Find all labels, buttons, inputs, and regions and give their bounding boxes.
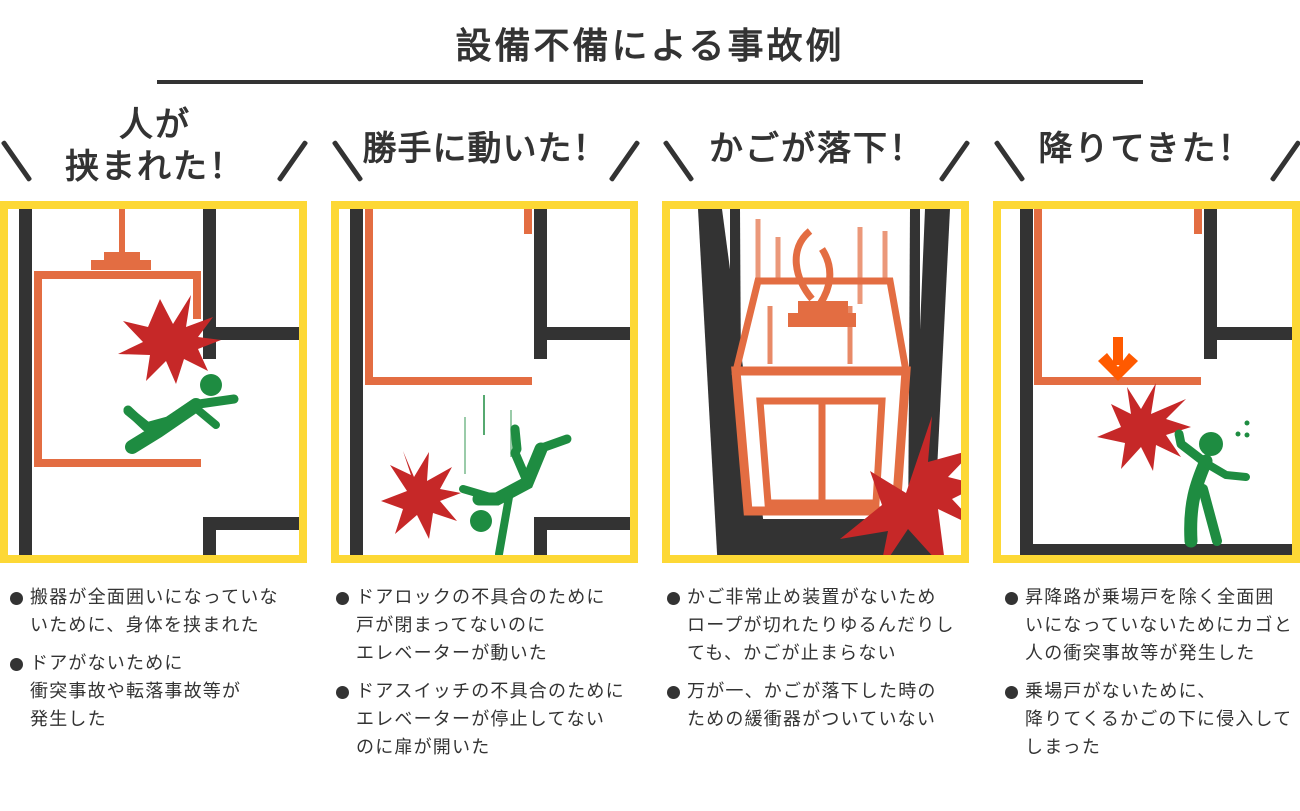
illustration-frame (662, 201, 969, 563)
bullet-text: ドアロックの不具合のために 戸が閉まってないのに エレベーターが動いた (356, 587, 606, 664)
bullet-item: ドアがないために 衝突事故や転落事故等が 発生した (8, 650, 318, 734)
bullet-text: 乗場戸がないために、 降りてくるかごの下に侵入して しまった (1025, 681, 1293, 758)
bullet-dot-icon (667, 686, 680, 699)
bullet-text: 万が一、かごが落下した時の ための緩衝器がついていない (687, 681, 937, 730)
panel-heading: 降りてきた！ (1038, 129, 1254, 169)
bullet-item: 搬器が全面囲いになっていな いために、身体を挟まれた (8, 584, 318, 640)
bullet-dot-icon (336, 592, 349, 605)
bullet-list: 搬器が全面囲いになっていな いために、身体を挟まれた ドアがないために 衝突事故… (8, 584, 318, 744)
bullet-item: ドアスイッチの不具合のために エレベーターが停止してない のに扉が開いた (334, 678, 650, 762)
page-title: 設備不備による事故例 (455, 26, 845, 67)
illustration-frame (0, 201, 307, 563)
panel-heading: かごが落下！ (709, 129, 925, 169)
slash-left-icon (662, 139, 695, 183)
panel-caught: 人が 挟まれた！ (0, 0, 320, 811)
slash-left-icon (993, 139, 1026, 183)
bullet-text: かご非常止め装置がないため ロープが切れたりゆるんだりし ても、かごが止まらない (687, 587, 955, 664)
bullet-list: かご非常止め装置がないため ロープが切れたりゆるんだりし ても、かごが止まらない… (665, 584, 981, 744)
panel-heading: 人が 挟まれた！ (5, 104, 305, 188)
slash-right-icon (1269, 139, 1300, 183)
panel-descended: 降りてきた！ (993, 0, 1300, 811)
bullet-list: 昇降路が乗場戸を除く全面囲 いになっていないためにカゴと 人の衝突事故等が発生し… (1003, 584, 1300, 772)
bullet-item: 万が一、かごが落下した時の ための緩衝器がついていない (665, 678, 981, 734)
heading-line-2: 挟まれた！ (65, 147, 245, 187)
title-divider (157, 80, 1143, 84)
descending-car-illustration-icon (1020, 209, 1292, 555)
bullet-text: 昇降路が乗場戸を除く全面囲 いになっていないためにカゴと 人の衝突事故等が発生し… (1025, 587, 1293, 664)
bullet-dot-icon (336, 686, 349, 699)
caught-illustration-icon (19, 209, 299, 555)
bullet-text: ドアがないために 衝突事故や転落事故等が 発生した (30, 653, 242, 730)
bullet-item: 昇降路が乗場戸を除く全面囲 いになっていないためにカゴと 人の衝突事故等が発生し… (1003, 584, 1300, 668)
bullet-dot-icon (667, 592, 680, 605)
panel-moved: 勝手に動いた！ (331, 0, 651, 811)
illustration-frame (993, 201, 1300, 563)
bullet-text: ドアスイッチの不具合のために エレベーターが停止してない のに扉が開いた (356, 681, 625, 758)
bullet-dot-icon (1005, 592, 1018, 605)
bullet-item: 乗場戸がないために、 降りてくるかごの下に侵入して しまった (1003, 678, 1300, 762)
slash-right-icon (938, 139, 971, 183)
illustration-frame (331, 201, 638, 563)
falling-car-illustration-icon (698, 209, 961, 555)
panel-heading: 勝手に動いた！ (362, 129, 608, 169)
bullet-dot-icon (1005, 686, 1018, 699)
heading-line-1: 人が (119, 105, 191, 145)
falling-illustration-icon (350, 209, 630, 555)
bullet-item: かご非常止め装置がないため ロープが切れたりゆるんだりし ても、かごが止まらない (665, 584, 981, 668)
panel-fell: かごが落下！ (662, 0, 982, 811)
bullet-item: ドアロックの不具合のために 戸が閉まってないのに エレベーターが動いた (334, 584, 650, 668)
bullet-text: 搬器が全面囲いになっていな いために、身体を挟まれた (30, 587, 279, 636)
bullet-dot-icon (10, 658, 23, 671)
bullet-list: ドアロックの不具合のために 戸が閉まってないのに エレベーターが動いた ドアスイ… (334, 584, 650, 772)
bullet-dot-icon (10, 592, 23, 605)
